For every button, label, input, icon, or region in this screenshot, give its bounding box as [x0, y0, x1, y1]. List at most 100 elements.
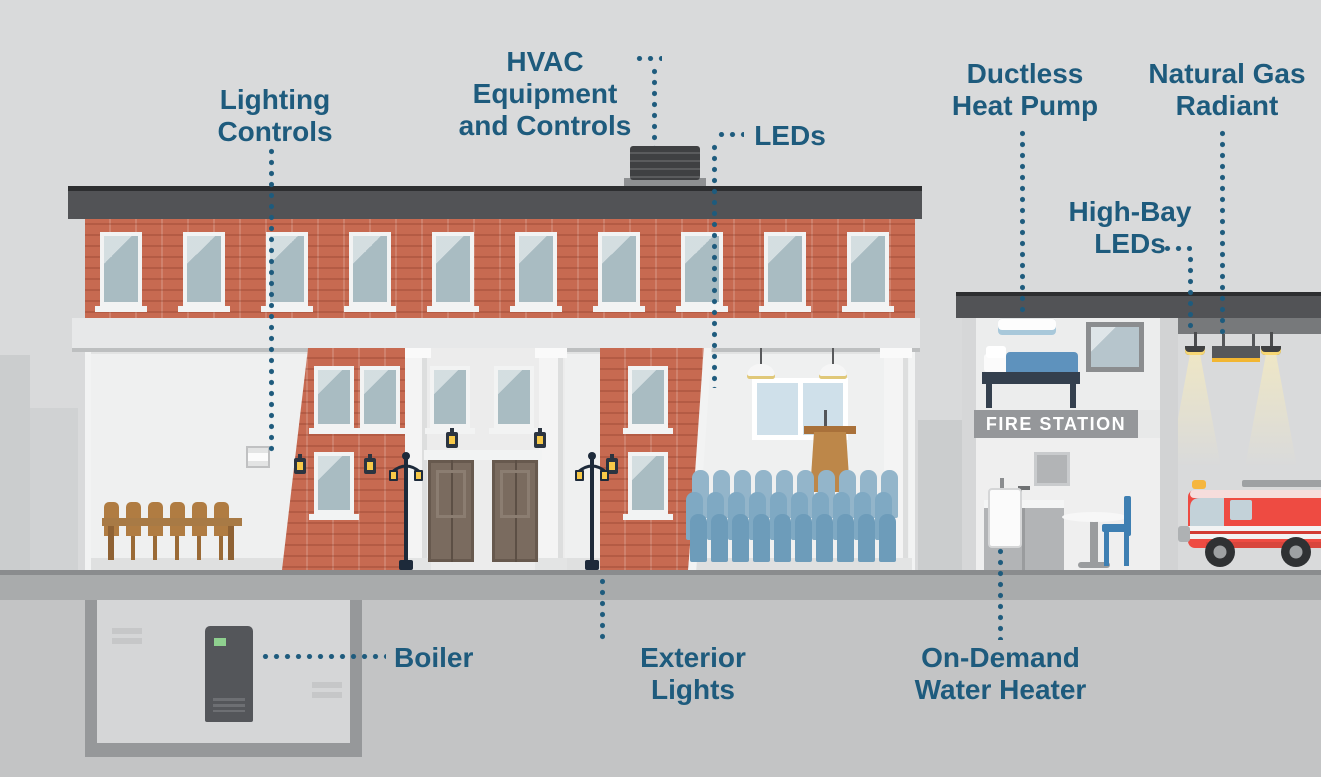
wall-sconce-light: [606, 454, 618, 474]
conference-table: [102, 518, 242, 526]
auditorium-column: [880, 348, 912, 570]
wall-sconce-light: [534, 428, 546, 448]
boiler-display: [214, 638, 226, 646]
leader-line-ductless: [1020, 128, 1025, 318]
label-hvac-equipment: HVAC Equipment and Controls: [458, 46, 632, 142]
wall-sconce-light: [294, 454, 306, 474]
auditorium-seat-row: [690, 514, 896, 562]
kitchen-faucet-spout: [1018, 486, 1030, 490]
main-roof: [68, 186, 922, 219]
podium-top: [804, 426, 856, 434]
seat: [795, 514, 812, 562]
seat: [879, 514, 896, 562]
second-floor-window: [95, 232, 147, 312]
seat: [774, 514, 791, 562]
basement-brick-patch: [112, 628, 142, 648]
lamp-post: [389, 452, 423, 570]
truck-bay-ceiling: [1178, 314, 1321, 334]
seat: [753, 514, 770, 562]
basement-brick-patch: [312, 682, 342, 702]
second-floor-window: [261, 232, 313, 312]
pendant-light-stem: [832, 348, 834, 366]
entrance-door: [428, 460, 474, 562]
label-on-demand-water-heater: On-Demand Water Heater: [914, 642, 1087, 706]
leader-line-hvac-v: [652, 66, 657, 146]
seat: [732, 514, 749, 562]
truck-bay: [1178, 314, 1321, 570]
high-bay-light: [1185, 346, 1205, 355]
entrance-window: [425, 366, 475, 434]
pendant-light-stem: [760, 348, 762, 366]
leader-line-boiler: [260, 654, 386, 659]
cornice: [72, 318, 920, 352]
kitchen-countertop: [984, 500, 1064, 508]
bunk-room-window: [1086, 322, 1144, 372]
entrance-door: [492, 460, 538, 562]
radiant-heater-stem: [1252, 334, 1255, 346]
high-bay-light: [1261, 346, 1281, 355]
bunk-bed-leg: [986, 384, 992, 408]
leader-line-leds-h: [716, 132, 744, 137]
hvac-rooftop-unit: [630, 146, 700, 180]
first-floor-window: [309, 452, 359, 520]
kitchen-table-top: [1062, 512, 1126, 522]
seat: [711, 514, 728, 562]
podium-mic: [824, 410, 827, 428]
seat: [690, 514, 707, 562]
window-pane: [757, 383, 798, 435]
wall-sconce-light: [364, 454, 376, 474]
second-floor-window: [510, 232, 562, 312]
street-curb: [0, 570, 1321, 575]
fire-station-sign-text: FIRE STATION: [985, 414, 1127, 434]
leader-line-radiant: [1220, 128, 1225, 334]
label-lighting-controls: Lighting Controls: [217, 84, 333, 148]
cutaway-edge: [909, 348, 915, 570]
cutaway-edge: [85, 348, 91, 570]
leader-line-water-heater: [998, 546, 1003, 640]
bunk-bed-frame: [982, 372, 1080, 384]
boiler-vent: [213, 698, 245, 712]
label-exterior-lights: Exterior Lights: [640, 642, 746, 706]
skyline-building: [30, 408, 78, 570]
door-lintel: [424, 450, 542, 460]
conference-table-leg: [228, 526, 234, 560]
second-floor-window: [759, 232, 811, 312]
pendant-light: [747, 364, 775, 379]
street: [0, 575, 1321, 600]
seat: [858, 514, 875, 562]
bunk-bed-blanket: [1006, 352, 1078, 372]
ductless-heat-pump-unit: [998, 318, 1056, 335]
fire-station-divider-wall: [1160, 314, 1178, 570]
high-bay-light-stem: [1194, 332, 1197, 346]
second-floor-window: [842, 232, 894, 312]
light-cone: [1245, 355, 1297, 467]
label-high-bay-leds: High-Bay LEDs: [1068, 196, 1192, 260]
fire-station-roof: [956, 292, 1321, 318]
label-leds: LEDs: [754, 120, 826, 151]
first-floor-window: [355, 366, 405, 434]
kitchen-chair: [1102, 496, 1131, 566]
boiler-unit: [205, 626, 253, 722]
first-floor-window: [623, 452, 673, 520]
second-floor-window: [344, 232, 396, 312]
second-floor-window: [593, 232, 645, 312]
lamp-post: [575, 452, 609, 570]
first-floor-window: [623, 366, 673, 434]
lighting-controls-panel: [246, 446, 270, 468]
water-heater-unit: [988, 488, 1022, 548]
upper-cabinet: [1034, 452, 1070, 486]
seat: [816, 514, 833, 562]
kitchen-table-pedestal: [1090, 520, 1098, 564]
label-boiler: Boiler: [394, 642, 474, 673]
entrance-column: [535, 348, 567, 570]
radiant-heater-unit: [1212, 346, 1260, 362]
fire-station-edge: [962, 314, 976, 570]
bunk-bed-pillow: [986, 346, 1006, 358]
first-floor-window: [309, 366, 359, 434]
second-floor-window: [427, 232, 479, 312]
water-heater-pipe: [1000, 478, 1004, 488]
leader-line-hvac-h: [634, 56, 662, 61]
leader-line-highbay-v: [1188, 254, 1193, 334]
skyline-building: [0, 355, 30, 570]
